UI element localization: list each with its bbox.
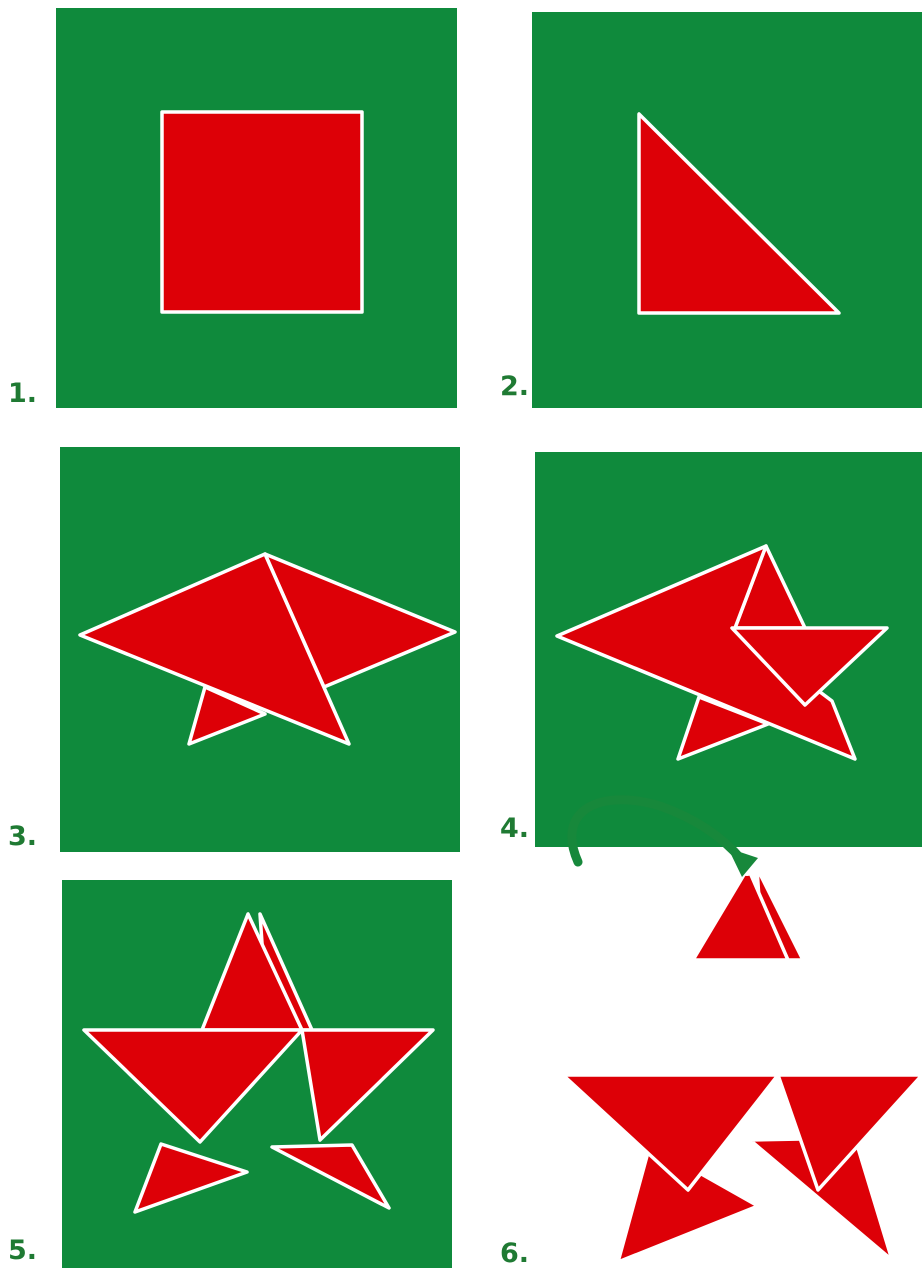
left-arm [563,1075,778,1190]
step-6-label: 6. [500,1240,529,1267]
tuck-arrow [572,800,742,862]
